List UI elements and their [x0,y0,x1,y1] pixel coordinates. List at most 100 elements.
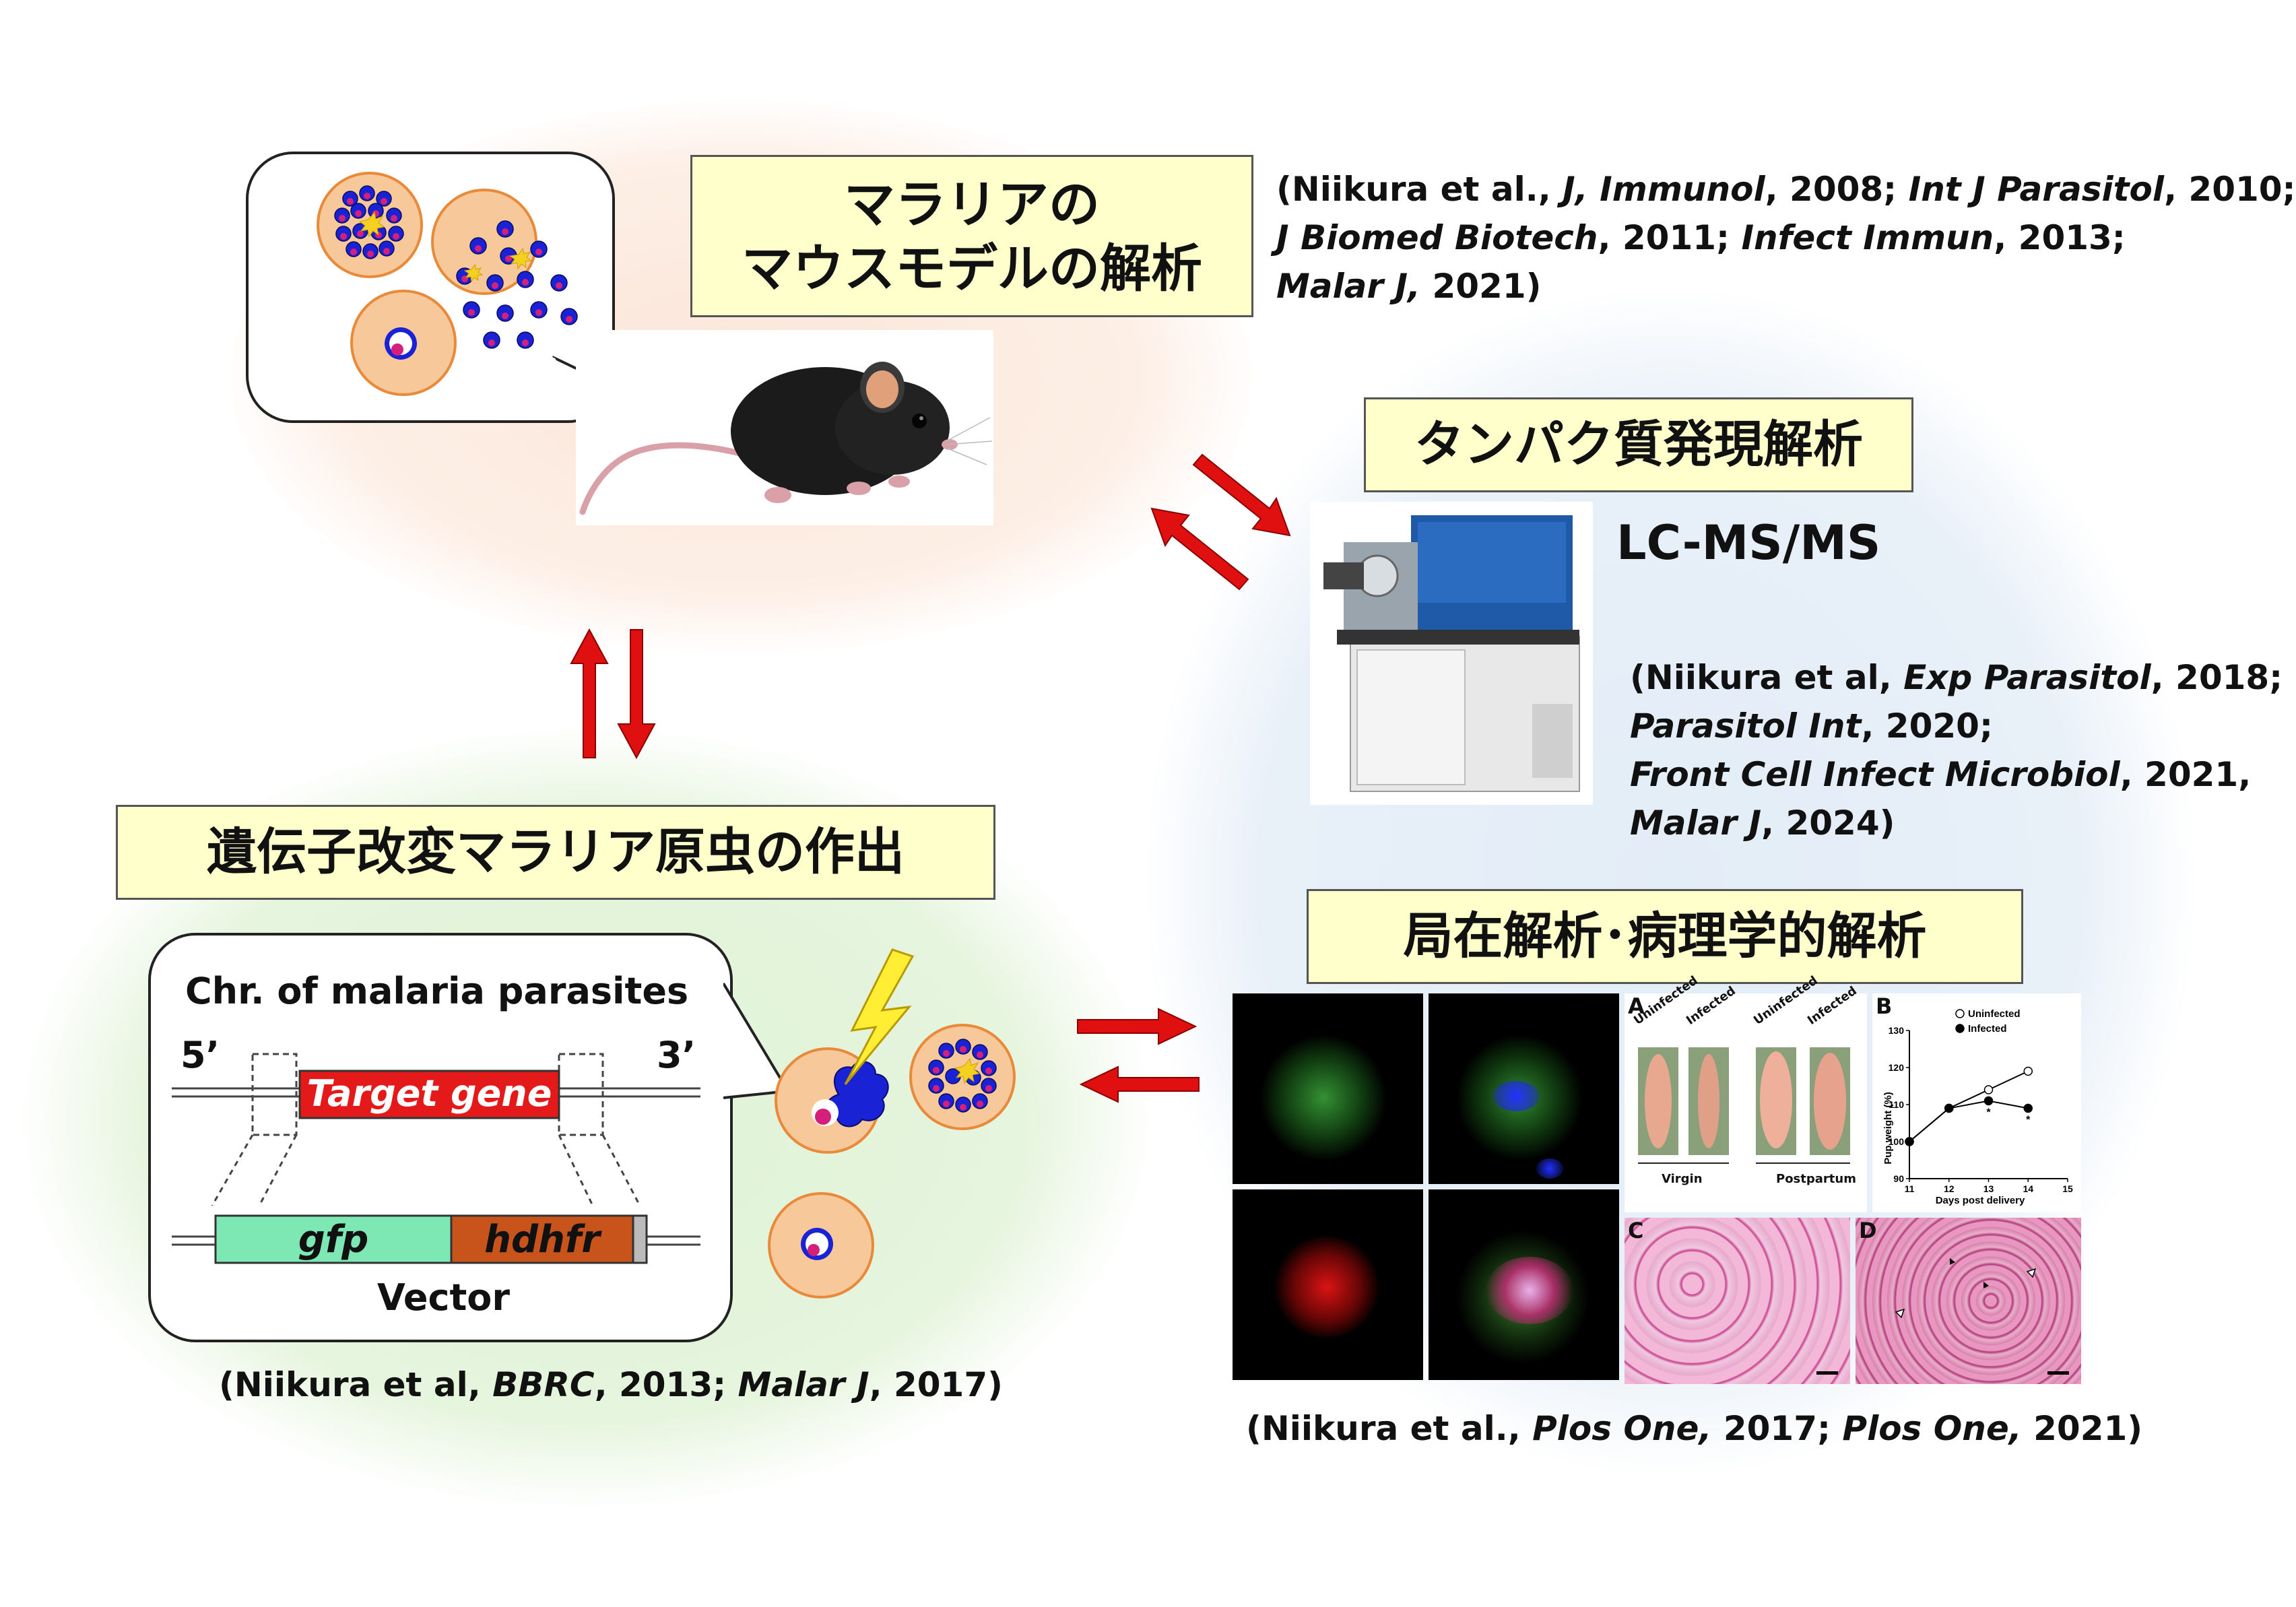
histology-arrows-icon [1895,1258,2037,1319]
chart-y-tick-label: 90 [1893,1173,1904,1184]
ref-journal: J, Immunol [1563,170,1765,209]
panel-d-label: D [1859,1218,1877,1243]
protein-references: (Niikura et al, Exp Parasitol, 2018; Par… [1630,653,2283,847]
protein-expression-title: タンパク質発現解析 [1364,397,1913,492]
schizont-merozoites-icon [334,185,404,259]
scale-bar [2047,1371,2069,1375]
panel-d: D [1856,1218,2081,1384]
ref-text: , 2024) [1761,804,1895,843]
ref-journal: Malar J [737,1365,870,1404]
chart-series: ** [1905,1066,2033,1146]
fluorescence-green-panel [1233,993,1423,1184]
mouse-model-title-line2: マウスモデルの解析 [742,238,1202,298]
protein-expression-title-text: タンパク質発現解析 [1414,416,1863,474]
construct-speech-bubble [148,933,733,1342]
ring-stage-parasite-right-icon [801,1228,833,1260]
ref-text: (Niikura et al., [1246,1409,1533,1448]
genetic-modification-title-text: 遺伝子改変マラリア原虫の作出 [207,823,905,882]
ref-journal: Int J Parasitol [1908,170,2164,209]
ref-text: , 2017) [869,1365,1003,1404]
ref-journal: J Biomed Biotech [1276,218,1598,257]
localization-references: (Niikura et al., Plos One, 2017; Plos On… [1246,1404,2142,1453]
ref-journal: Malar J [1630,804,1762,843]
released-merozoites-icon [456,220,578,349]
chart-point [1905,1137,1914,1146]
mouse-model-references: (Niikura et al., J, Immunol, 2008; Int J… [1276,165,2296,310]
transfected-parasite-icon [812,948,915,1127]
tissue-photos [1638,1047,1850,1164]
five-prime-label: 5’ [181,1034,220,1076]
ref-text: (Niikura et al, [1630,658,1904,697]
ref-text: , 2013; [1994,218,2126,257]
genetic-modification-title: 遺伝子改変マラリア原虫の作出 [116,805,995,900]
ref-text: 2021) [2021,1409,2143,1448]
chart-y-tick-label: 100 [1889,1136,1905,1147]
chart-y-tick-label: 120 [1889,1062,1905,1073]
mouse-illustration [579,362,993,515]
chart-point [1944,1103,1954,1113]
chart-point [1983,1085,1994,1094]
chart-x-tick-label: 11 [1905,1183,1915,1194]
vector-label: Vector [377,1276,511,1319]
ref-journal: Malar J, [1276,267,1421,306]
ref-journal: Exp Parasitol [1903,658,2151,697]
chart-y-tick-label: 110 [1889,1099,1904,1110]
chart-point [2023,1066,2033,1076]
recombination-diagram [172,1053,700,1264]
ref-text: , 2010; [2164,170,2296,209]
fluorescence-merge-panel [1429,1189,1619,1380]
chart-xlabel: Days post delivery [1936,1195,2025,1206]
chart-legend-label: Uninfected [1968,1008,2021,1020]
ref-text: , 2020; [1861,707,1993,746]
gfp-label: gfp [298,1218,369,1261]
chart-x-tick-label: 15 [2062,1183,2073,1194]
ref-text: , 2018; [2151,658,2283,697]
horizontal-double-arrow-icon [1077,1008,1200,1103]
chart-series-line [1909,1070,2029,1142]
ref-journal: BBRC [492,1365,595,1404]
chart-point [1983,1096,1994,1106]
panel-c-label: C [1628,1218,1644,1243]
chart-legend-label: Infected [1968,1023,2007,1035]
lcms-label: LC-MS/MS [1616,515,1881,570]
chart-legend-marker [1955,1009,1965,1018]
ref-journal: Plos One, [1842,1409,2022,1448]
mouse-model-title: マラリアの マウスモデルの解析 [690,155,1253,317]
postpartum-label: Postpartum [1776,1172,1856,1186]
localization-pathology-title-text: 局在解析･病理学的解析 [1403,907,1927,966]
ref-text: , 2011; [1598,218,1742,257]
ref-text: , 2021, [2120,755,2252,794]
ref-text: , 2013; [594,1365,738,1404]
vertical-double-arrow-icon [570,628,656,760]
panel-a: A Uninfected Infected Uninfected Infecte… [1625,973,1867,1212]
ring-stage-parasite-icon [385,327,417,360]
ref-journal: Infect Immun [1741,218,1994,257]
hdhfr-label: hdhfr [484,1218,600,1261]
scale-bar [1816,1371,1838,1375]
virgin-label: Virgin [1662,1172,1703,1186]
panel-c: C [1625,1218,1850,1384]
ref-journal: Parasitol Int [1630,707,1862,746]
panel-b-label: B [1876,993,1893,1019]
fluorescence-red-panel [1233,1189,1423,1380]
fluorescence-merge-blue-panel [1429,993,1619,1184]
target-gene-label: Target gene [306,1072,552,1115]
chart-legend-marker [1955,1024,1965,1033]
ref-text: 2021) [1420,267,1542,306]
genetic-references: (Niikura et al, BBRC, 2013; Malar J, 201… [219,1360,1003,1409]
ref-text: (Niikura et al, [219,1365,493,1404]
chromosome-label: Chr. of malaria parasites [185,970,689,1012]
ref-text: 2017; [1711,1409,1843,1448]
chart-point [2023,1103,2033,1113]
chart-x-tick-label: 13 [1983,1183,1994,1194]
ref-journal: Front Cell Infect Microbiol [1630,755,2120,794]
chart-x-tick-label: 14 [2023,1183,2033,1194]
chart-ylabel: Pup weight (%) [1882,1092,1894,1165]
localization-pathology-title: 局在解析･病理学的解析 [1307,889,2023,984]
three-prime-label: 3’ [657,1034,696,1076]
chart-annotation: * [1986,1107,1991,1119]
